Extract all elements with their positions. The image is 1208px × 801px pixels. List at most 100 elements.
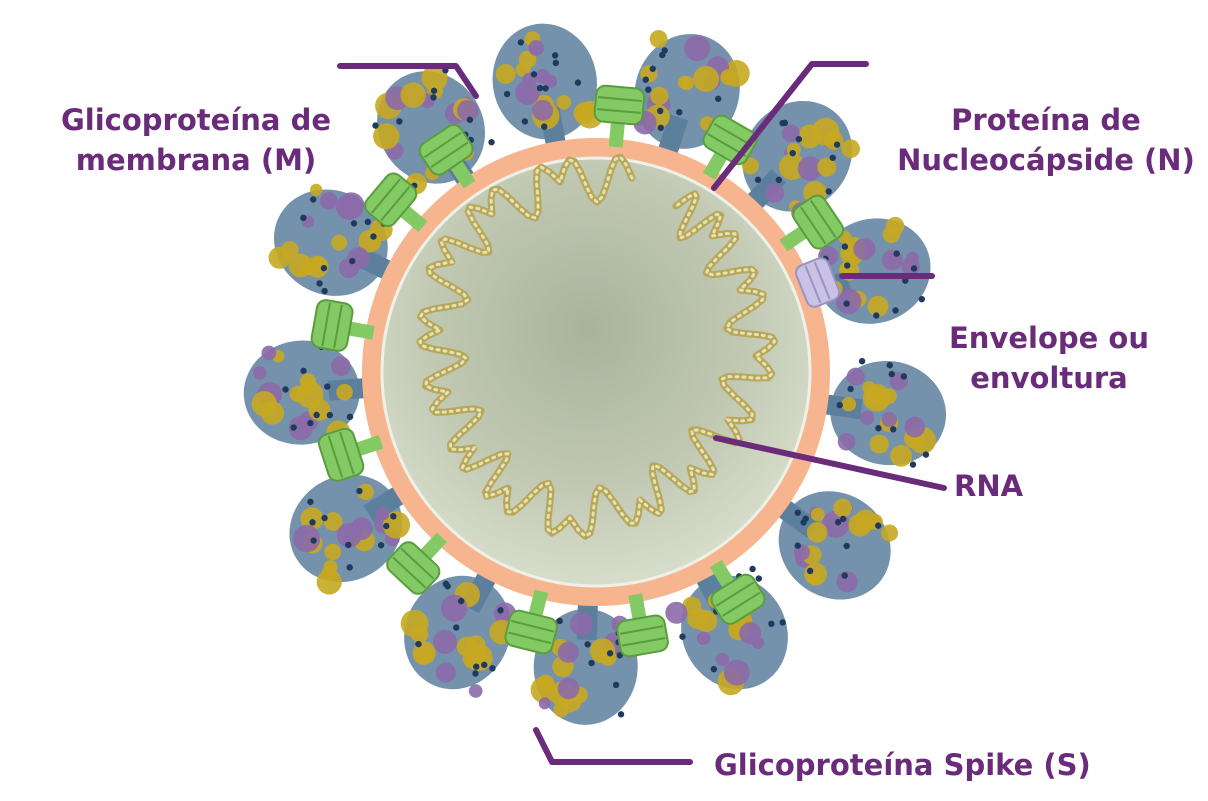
spike-subunit (421, 64, 448, 91)
spike-subunit (797, 156, 823, 181)
m-protein-ridge (321, 302, 331, 347)
spike-subunit (890, 444, 912, 467)
spike-glycan (839, 515, 847, 523)
spike-glycan (372, 122, 379, 129)
spike-subunit (695, 609, 718, 633)
spike-glycan (843, 542, 850, 550)
spike-subunit (373, 123, 400, 150)
spike-glycan (612, 681, 620, 689)
spike-subunit (715, 652, 730, 667)
spike-glycan (584, 641, 591, 648)
spike-glycoprotein (400, 568, 517, 698)
spike-glycan (324, 383, 331, 390)
spike-glycan (888, 370, 895, 378)
rna-strand (416, 153, 779, 540)
spike-subunit (433, 629, 458, 654)
m-protein-stem (346, 321, 375, 340)
m-protein-stem (779, 225, 809, 252)
spike-subunit (665, 601, 688, 624)
leader-line-membrane (337, 63, 479, 99)
leader-lines (337, 61, 947, 765)
spike-glycan (415, 640, 422, 648)
m-protein-head (593, 84, 646, 126)
spike-subunit (885, 216, 905, 236)
spike-subunit (320, 192, 338, 210)
label-rna: RNA (954, 469, 1024, 503)
spike-glycan (858, 358, 866, 365)
m-protein-ridge (621, 637, 666, 647)
spike-glycan (444, 583, 451, 590)
spike-subunit (535, 68, 551, 84)
m-protein-ridge (339, 431, 355, 475)
spike-glycan (497, 607, 504, 614)
spike-subunit (321, 565, 337, 581)
m-protein-ridge (430, 141, 469, 168)
m-protein-ridge (327, 435, 344, 478)
e-protein-ridge (804, 265, 822, 304)
spike-glycan (282, 386, 289, 393)
spike-glycan (350, 220, 358, 227)
spike-glycan (710, 665, 718, 673)
spike-subunit (457, 99, 479, 122)
spike-glycan (574, 79, 582, 86)
spike-glycan (541, 123, 548, 130)
spike-glycan (657, 107, 664, 115)
m-protein-stem (449, 159, 476, 189)
spike-subunit (837, 432, 856, 451)
spike-subunit (336, 383, 353, 401)
capsid-interior (380, 156, 812, 588)
spike-subunit (251, 391, 277, 417)
spike-glycan (834, 519, 842, 526)
spike-glycan (836, 401, 843, 409)
spike-subunit (881, 388, 897, 405)
spike-glycoprotein (774, 491, 899, 600)
spike-glycoprotein (820, 358, 947, 468)
spike-glycan (794, 509, 801, 516)
m-protein-stem (398, 204, 428, 233)
spike-glycan (606, 650, 614, 657)
spike-subunit (846, 367, 865, 386)
spike-subunit (881, 411, 897, 428)
spike-subunit (252, 366, 267, 380)
spike-glycan (310, 196, 317, 203)
spike-glycan (829, 154, 836, 162)
spike-glycan (794, 542, 801, 549)
label-spike-glycoprotein: Glicoproteína Spike (S) (714, 748, 1091, 782)
spike-glycan (430, 87, 438, 94)
spike-glycan (825, 188, 832, 195)
spike-subunit (330, 356, 351, 377)
spike-glycan (489, 665, 496, 672)
spike-subunit (580, 104, 597, 121)
spike-glycan (909, 461, 917, 468)
spike-glycan (789, 149, 796, 157)
m-protein-ridge (722, 591, 761, 617)
m-protein-stem (528, 589, 549, 619)
spike-subunit (557, 677, 580, 700)
spike-glycan (472, 670, 479, 677)
spike-subunit (650, 86, 669, 105)
m-protein-ridge (508, 631, 552, 645)
spike-glycan (300, 214, 307, 222)
membrane-glycoprotein (779, 194, 845, 252)
spike-subunit (806, 521, 828, 543)
leader-line-spike (533, 727, 693, 765)
spike-subunit (810, 507, 825, 522)
spike-subunit (495, 63, 516, 84)
m-protein-stem (419, 532, 447, 562)
spike-subunit (515, 80, 540, 105)
spike-glycan (316, 280, 323, 287)
spike-subunit (557, 641, 579, 663)
spike-glycan (900, 373, 908, 380)
spike-glycan (749, 565, 756, 573)
spike-subunit (292, 524, 321, 553)
spike-glycan (847, 385, 854, 393)
membrane-glycoprotein (593, 84, 646, 148)
spike-subunit (693, 65, 720, 92)
membrane-glycoprotein (418, 123, 476, 189)
spike-subunit (720, 69, 737, 86)
spike-glycan (551, 52, 559, 59)
spike-subunit (336, 522, 362, 548)
spike-glycan (841, 572, 848, 579)
